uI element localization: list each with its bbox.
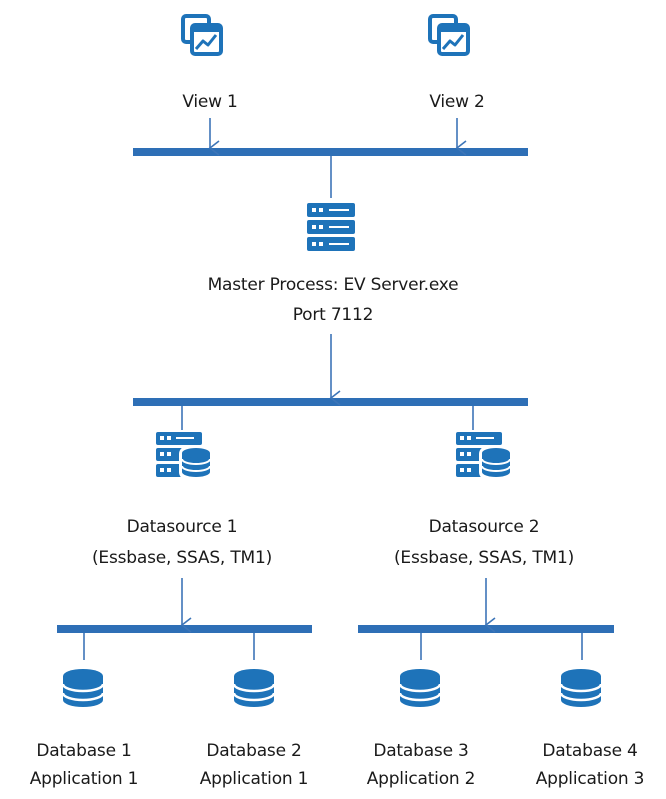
database-icon	[232, 667, 276, 709]
database-icon	[398, 667, 442, 709]
database2-application: Application 1	[199, 769, 309, 789]
database1-label: Database 1	[36, 741, 132, 761]
database-icon	[61, 667, 105, 709]
database2-label: Database 2	[206, 741, 302, 761]
lower-left-bus	[57, 625, 312, 633]
database-icon	[559, 667, 603, 709]
datasource1-types: (Essbase, SSAS, TM1)	[91, 548, 273, 568]
master-port-label: Port 7112	[292, 305, 374, 325]
database4-label: Database 4	[542, 741, 638, 761]
database1-application: Application 1	[29, 769, 139, 789]
top-bus	[133, 148, 528, 156]
chart-window-icon	[428, 14, 470, 56]
database4-application: Application 3	[535, 769, 645, 789]
datasource2-name: Datasource 2	[428, 517, 540, 537]
lower-right-bus	[358, 625, 614, 633]
chart-window-icon	[181, 14, 223, 56]
datasource2-types: (Essbase, SSAS, TM1)	[393, 548, 575, 568]
middle-bus	[133, 398, 528, 406]
view1-label: View 1	[182, 92, 238, 112]
server-database-icon	[455, 431, 514, 481]
server-icon	[307, 203, 355, 251]
database3-application: Application 2	[366, 769, 476, 789]
server-database-icon	[155, 431, 214, 481]
database3-label: Database 3	[373, 741, 469, 761]
datasource1-name: Datasource 1	[126, 517, 238, 537]
master-process-label: Master Process: EV Server.exe	[207, 275, 459, 295]
view2-label: View 2	[429, 92, 485, 112]
